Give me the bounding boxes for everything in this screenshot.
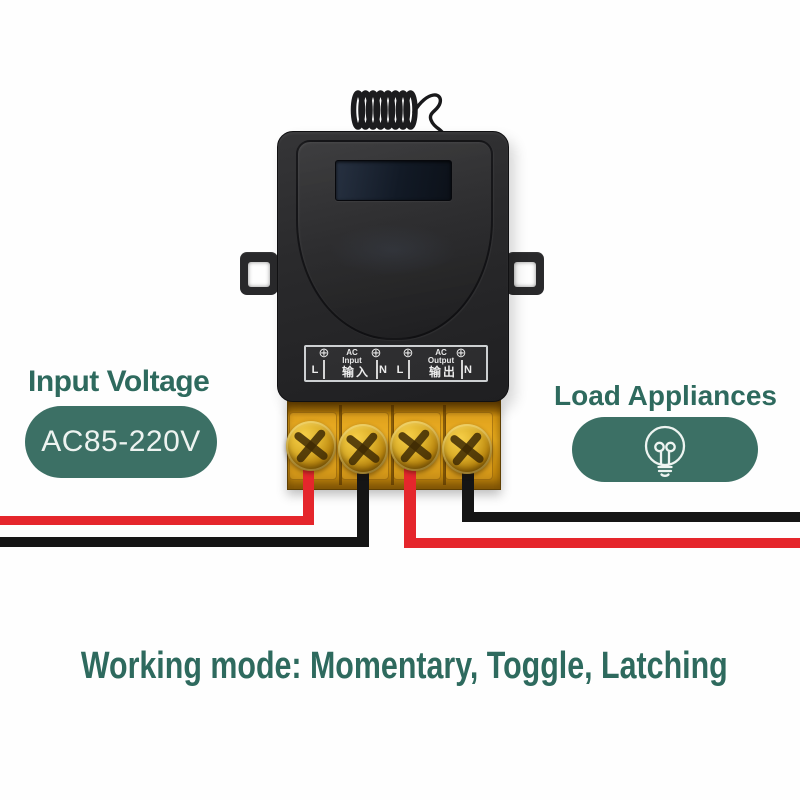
terminal-letter-output-l: L (396, 364, 404, 376)
plate-divider (376, 360, 378, 379)
terminal-label-plate: ⊕ ⊕ ⊕ ⊕ AC Input AC Output L 输入 N L 输出 N (304, 345, 488, 382)
plate-divider (408, 360, 410, 379)
terminal-screw-output-l (390, 421, 440, 471)
working-mode-text: Working mode: Momentary, Toggle, Latchin… (80, 645, 728, 687)
terminal-screw-input-l (286, 421, 336, 471)
antenna-icon (350, 90, 446, 136)
output-chinese-label: 输出 (428, 365, 457, 379)
wire-input-neutral-horizontal (0, 537, 369, 547)
mounting-ear-left (240, 252, 278, 295)
terminal-letter-output-n: N (464, 364, 472, 376)
mounting-ear-left-hole (248, 262, 270, 287)
terminal-letter-input-n: N (379, 364, 387, 376)
mounting-ear-right-hole (514, 262, 536, 287)
ac-output-label: AC Output (427, 348, 455, 365)
terminal-screw-output-n (442, 424, 492, 474)
display-window (335, 160, 452, 201)
screw-symbol-icon: ⊕ (370, 345, 382, 360)
screw-symbol-icon: ⊕ (402, 345, 414, 360)
input-voltage-badge: AC85-220V (25, 406, 217, 478)
wire-input-live-horizontal (0, 516, 314, 525)
input-chinese-label: 输入 (341, 365, 370, 379)
load-appliances-badge (572, 417, 758, 482)
mounting-ear-right (506, 252, 544, 295)
terminal-letter-input-l: L (311, 364, 319, 376)
input-voltage-badge-text: AC85-220V (41, 425, 201, 458)
panel-reflection (330, 224, 456, 276)
ac-input-label: AC Input (342, 348, 362, 365)
wire-output-neutral-horizontal (462, 512, 800, 522)
screw-symbol-icon: ⊕ (318, 345, 330, 360)
plate-divider (461, 360, 463, 379)
screw-symbol-icon: ⊕ (455, 345, 467, 360)
plate-divider (323, 360, 325, 379)
load-appliances-label: Load Appliances (554, 380, 778, 411)
wire-input-live-vertical (303, 438, 314, 525)
input-voltage-label: Input Voltage (28, 365, 210, 398)
light-bulb-icon (644, 425, 686, 477)
terminal-screw-input-n (338, 424, 388, 474)
relay-device-body: ⊕ ⊕ ⊕ ⊕ AC Input AC Output L 输入 N L 输出 N (277, 131, 509, 402)
wire-output-live-horizontal (404, 538, 800, 548)
